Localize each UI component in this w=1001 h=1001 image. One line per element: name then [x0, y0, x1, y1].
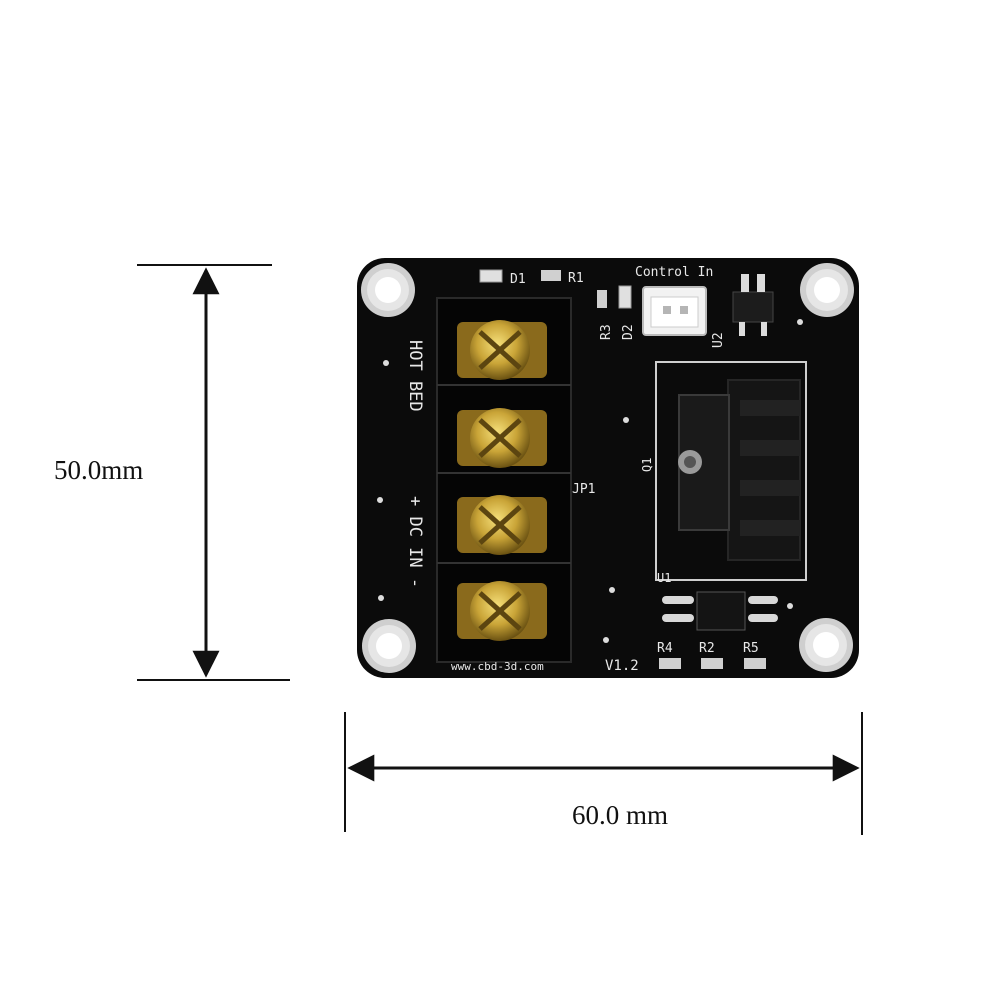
- resistor-r3: [597, 290, 607, 308]
- mounting-hole-top-left: [361, 263, 415, 317]
- chip-u1: [662, 591, 778, 631]
- resistor-r4: [659, 658, 681, 669]
- label-r1: R1: [568, 271, 584, 286]
- label-control-in: Control In: [635, 265, 713, 280]
- regulator-u2: [732, 274, 774, 336]
- via: [378, 595, 384, 601]
- label-u1: U1: [657, 571, 671, 585]
- resistor-r1: [541, 270, 561, 281]
- height-dimension: [137, 264, 290, 681]
- label-jp1: JP1: [572, 482, 595, 497]
- via: [787, 603, 793, 609]
- led-d2: [618, 285, 632, 309]
- label-website: www.cbd-3d.com: [451, 660, 544, 673]
- label-r2: R2: [699, 641, 715, 656]
- screw-terminal-4: [457, 581, 547, 641]
- mounting-hole-top-right: [800, 263, 854, 317]
- mounting-hole-bottom-right: [799, 618, 853, 672]
- label-r4: R4: [657, 641, 673, 656]
- heatsink: [727, 379, 801, 561]
- via: [609, 587, 615, 593]
- height-label: 50.0mm: [54, 455, 144, 485]
- via: [383, 360, 389, 366]
- label-d1: D1: [510, 272, 526, 287]
- label-r3: R3: [599, 324, 614, 340]
- control-in-connector: [642, 286, 707, 336]
- label-dc-in: + DC IN -: [405, 496, 425, 588]
- resistor-r2: [701, 658, 723, 669]
- label-u2: U2: [711, 332, 726, 348]
- terminal-block: [436, 297, 572, 663]
- resistor-r5: [744, 658, 766, 669]
- width-dimension: [344, 712, 863, 835]
- label-hot-bed: HOT BED: [405, 340, 425, 412]
- via: [623, 417, 629, 423]
- width-label: 60.0 mm: [572, 800, 669, 830]
- via: [797, 319, 803, 325]
- screw-terminal-1: [457, 320, 547, 380]
- label-q1: Q1: [640, 458, 654, 472]
- mosfet-q1: [678, 394, 730, 531]
- label-version: V1.2: [605, 658, 639, 674]
- via: [603, 637, 609, 643]
- mounting-hole-bottom-left: [362, 619, 416, 673]
- pcb-board: D1 R1 Control In R3 D2 U2 HOT BED + DC I…: [357, 258, 859, 678]
- label-r5: R5: [743, 641, 759, 656]
- via: [377, 497, 383, 503]
- screw-terminal-2: [457, 408, 547, 468]
- led-d1: [479, 269, 503, 283]
- screw-terminal-3: [457, 495, 547, 555]
- heatsink-outline: [655, 361, 807, 581]
- label-d2: D2: [621, 324, 636, 340]
